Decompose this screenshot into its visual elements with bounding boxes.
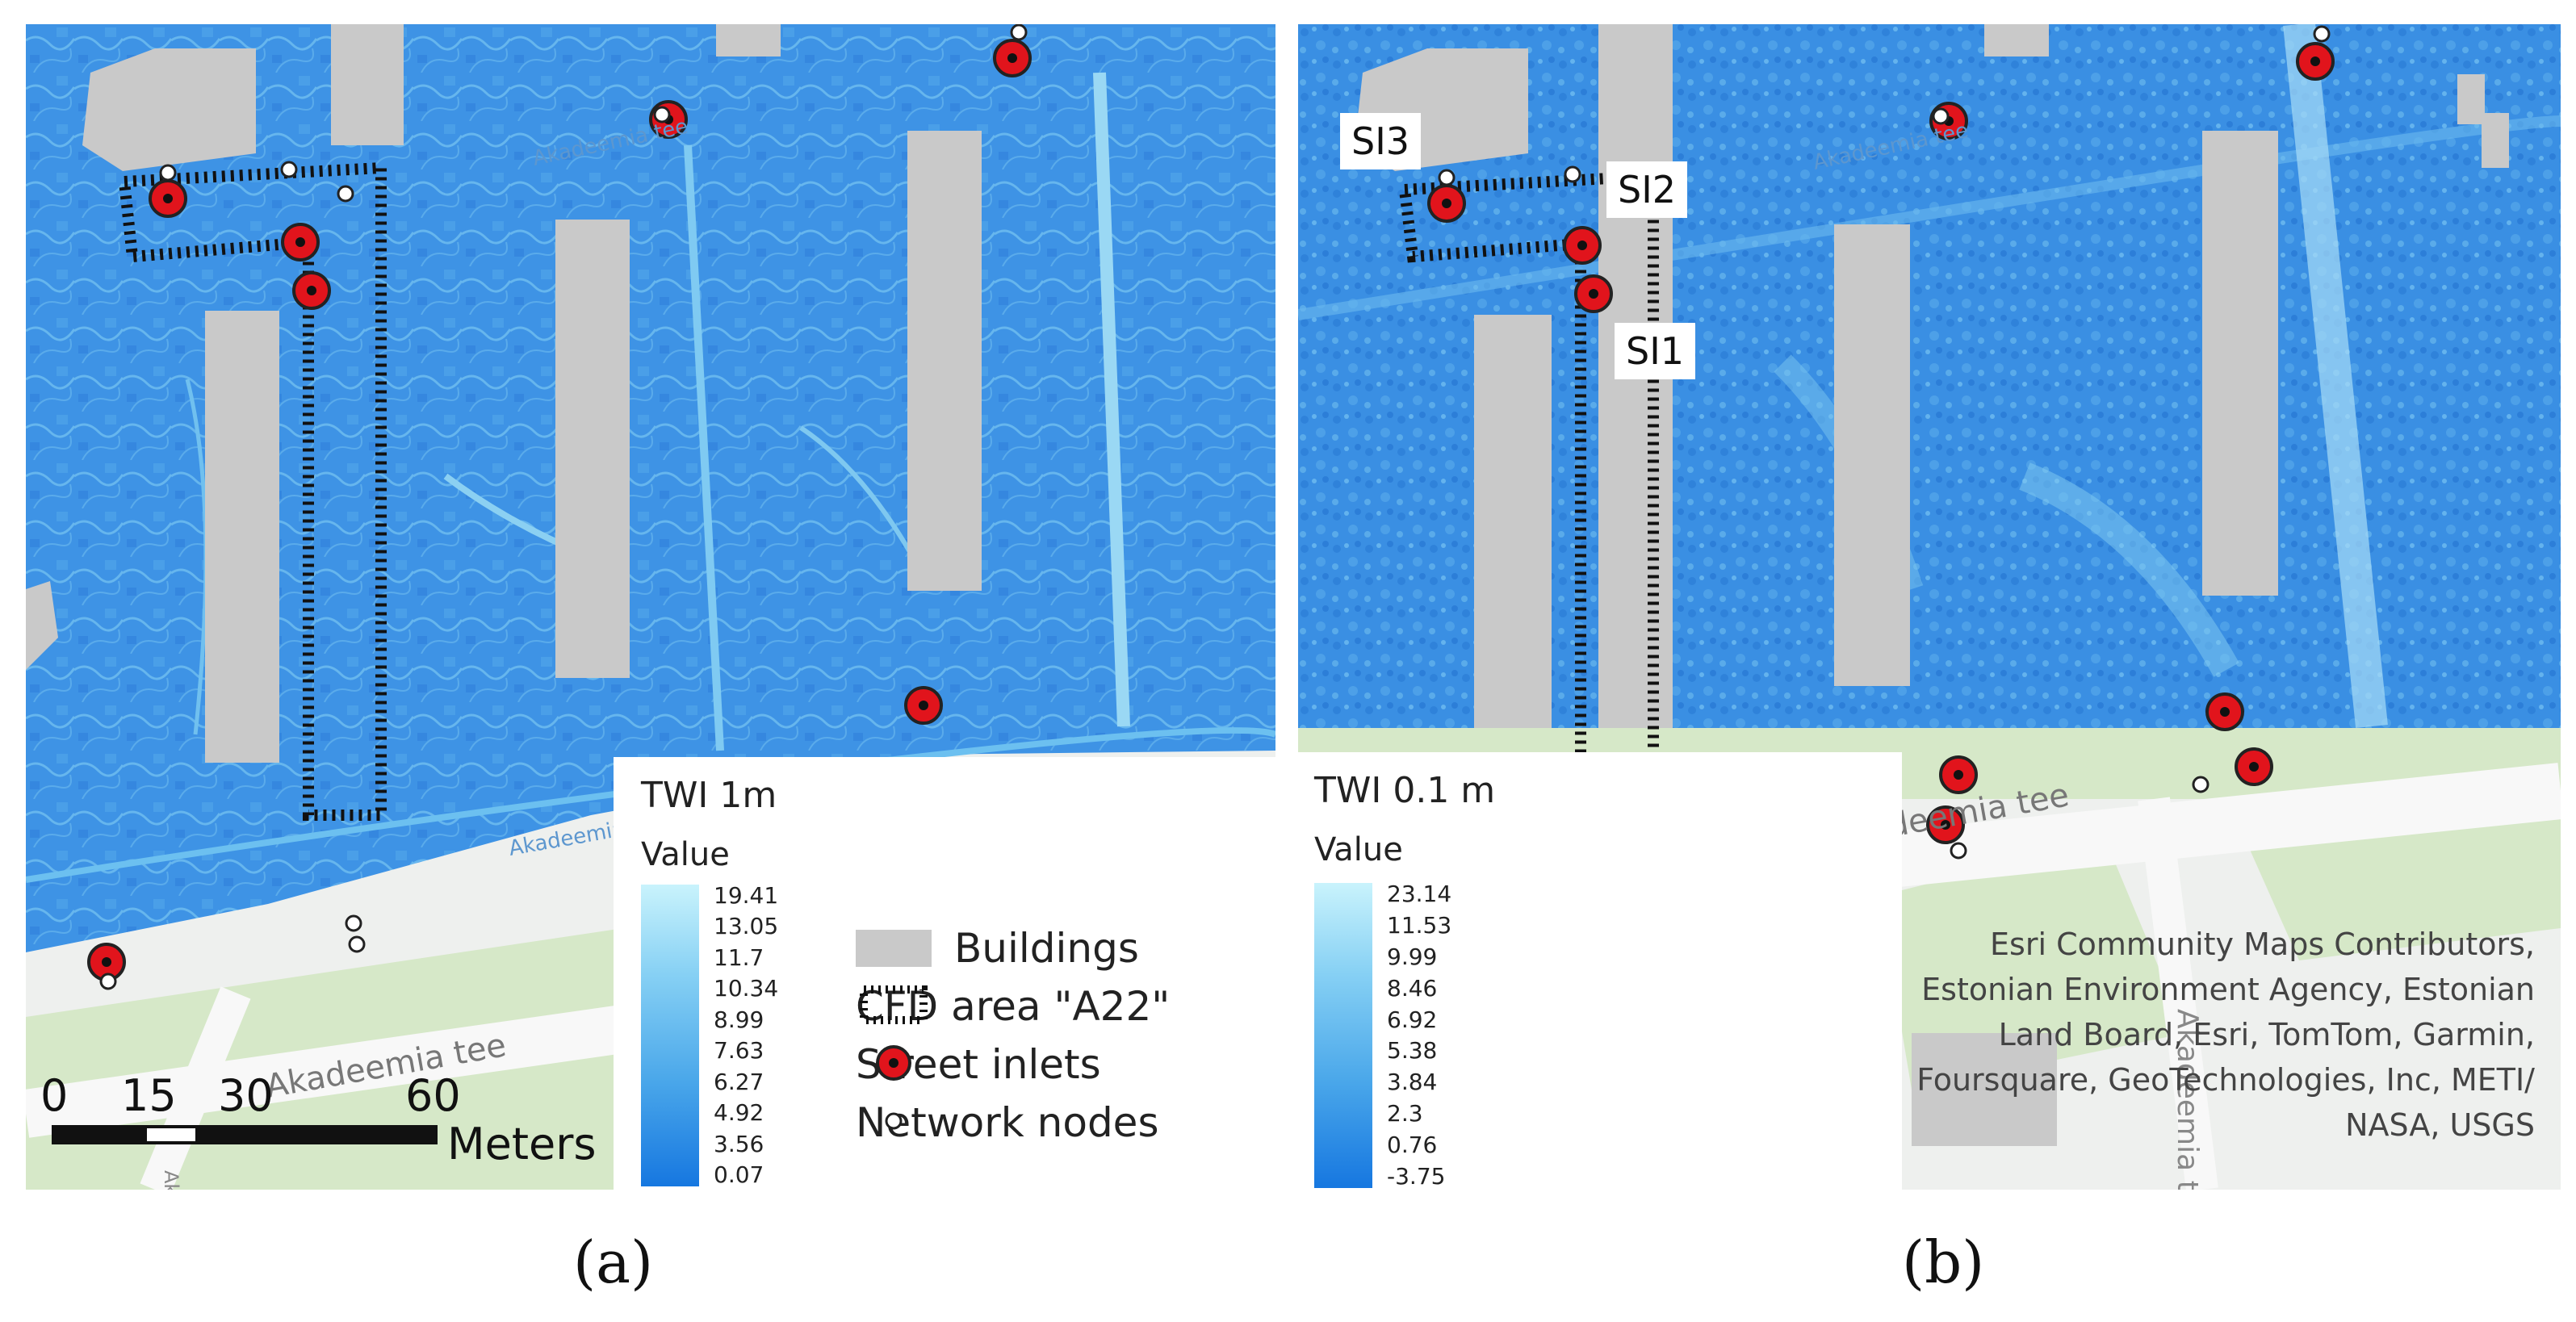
- attribution-line: Land Board, Esri, TomTom, Garmin,: [1998, 1017, 2535, 1052]
- basemap-building: [1912, 1033, 2057, 1146]
- network-node-marker[interactable]: [2192, 776, 2209, 793]
- ramp-value: 8.46: [1387, 974, 1438, 1002]
- legend-item-label: Buildings: [954, 925, 1139, 972]
- building: [2457, 74, 2509, 168]
- legend-item-network-nodes: Network nodes: [856, 1099, 1159, 1146]
- legend-title: TWI 0.1 m: [1314, 770, 1496, 811]
- cfd-area-swatch: [860, 985, 928, 1024]
- ramp-value: 6.92: [1387, 1006, 1438, 1033]
- ramp-value: 2.3: [1387, 1100, 1423, 1127]
- ramp-value: 5.38: [1387, 1037, 1438, 1065]
- network-nodes: [99, 24, 1028, 990]
- network-node-marker[interactable]: [1010, 24, 1028, 41]
- ramp-value: 0.07: [714, 1161, 764, 1188]
- legend-item-street-inlets: Street inlets: [856, 1041, 1101, 1088]
- legend-panel-b: TWI 0.1 m Value 23.14 11.53 9.99 8.46 6.…: [1298, 752, 1902, 1190]
- color-ramp-values: 23.14 11.53 9.99 8.46 6.92 5.38 3.84 2.3…: [1387, 883, 1451, 1188]
- ramp-value: 10.34: [714, 975, 779, 1002]
- twi-flow-line: [1093, 72, 1130, 727]
- scale-label: 60: [405, 1070, 461, 1121]
- ramp-value: 9.99: [1387, 943, 1438, 970]
- twi-flow-line: [2019, 462, 2239, 677]
- color-ramp-values: 19.41 13.05 11.7 10.34 8.99 7.63 6.27 4.…: [714, 885, 778, 1186]
- ramp-value: 11.53: [1387, 911, 1452, 939]
- twi-flow-line: [2283, 24, 2388, 729]
- network-node-marker[interactable]: [337, 185, 354, 203]
- map-panel-a[interactable]: Akadeemia tee Akadeemia tee Akadeemia te…: [26, 24, 1275, 1190]
- cfd-area-outline: [118, 161, 387, 821]
- network-node-marker[interactable]: [1932, 107, 1950, 125]
- building: [555, 220, 630, 678]
- site-label-si1: SI1: [1615, 323, 1696, 379]
- attribution-line: Estonian Environment Agency, Estonian: [1921, 972, 2535, 1007]
- legend-title: TWI 1m: [641, 775, 777, 816]
- scale-unit: Meters: [447, 1119, 597, 1169]
- scale-bar: [52, 1125, 438, 1144]
- road-label: Akadeemia t: [2171, 1009, 2204, 1190]
- ramp-value: 7.63: [714, 1037, 764, 1065]
- ramp-value: 23.14: [1387, 881, 1452, 907]
- ramp-value: 0.76: [1387, 1132, 1438, 1158]
- network-node-marker[interactable]: [348, 935, 366, 953]
- network-node-marker[interactable]: [653, 106, 671, 123]
- twi-flow-line: [1298, 115, 2561, 320]
- panel-label-a: (a): [573, 1228, 654, 1296]
- network-node-marker[interactable]: [159, 164, 177, 182]
- building: [1984, 24, 2049, 56]
- attribution-line: Esri Community Maps Contributors,: [1990, 927, 2535, 962]
- ramp-value: 4.92: [714, 1099, 764, 1127]
- ramp-value: 6.27: [714, 1068, 764, 1095]
- network-node-marker[interactable]: [1564, 165, 1581, 183]
- ramp-value: 13.05: [714, 913, 779, 940]
- network-node-marker[interactable]: [2313, 25, 2331, 43]
- basemap-road: [2138, 797, 2218, 1190]
- basemap-green-area: [1879, 839, 2186, 1090]
- network-node-marker[interactable]: [1950, 842, 1967, 860]
- scale-label: 15: [121, 1070, 177, 1121]
- legend-item-cfd-area: CFD area "A22": [856, 983, 1170, 1030]
- building: [26, 581, 58, 670]
- ramp-value: 3.84: [1387, 1069, 1438, 1096]
- site-label-si2: SI2: [1606, 161, 1688, 218]
- network-node-marker[interactable]: [1438, 169, 1456, 186]
- building: [1474, 315, 1552, 728]
- network-node-marker[interactable]: [345, 914, 362, 932]
- street-inlet-swatch: [876, 1045, 911, 1081]
- scale-label: 30: [218, 1070, 274, 1121]
- ramp-value: 11.7: [714, 943, 764, 971]
- legend-subtitle: Value: [1314, 831, 1403, 868]
- building-swatch: [856, 930, 932, 967]
- building: [82, 48, 256, 171]
- network-node-marker[interactable]: [280, 161, 298, 178]
- building: [1834, 224, 1910, 686]
- color-ramp: [641, 885, 699, 1186]
- ramp-value: 19.41: [714, 882, 779, 909]
- panel-label-b: (b): [1902, 1228, 1985, 1296]
- building: [331, 24, 404, 145]
- ramp-value: -3.75: [1387, 1162, 1446, 1190]
- legend-item-label: Network nodes: [856, 1099, 1159, 1146]
- site-label-si3: SI3: [1340, 113, 1422, 169]
- map-panel-b[interactable]: Akadeemia tee Akadeemia tee Akadeemia t …: [1298, 24, 2561, 1190]
- ramp-value: 3.56: [714, 1130, 764, 1157]
- ramp-value: 8.99: [714, 1006, 764, 1033]
- network-node-marker[interactable]: [99, 973, 117, 990]
- network-node-swatch: [885, 1112, 903, 1130]
- building: [907, 131, 982, 591]
- legend-panel-a: TWI 1m Value 19.41 13.05 11.7 10.34 8.99…: [614, 757, 1275, 1190]
- building: [716, 24, 781, 56]
- network-nodes: [1438, 25, 2331, 860]
- map-attribution: Esri Community Maps Contributors, Estoni…: [1916, 922, 2535, 1148]
- building: [205, 311, 279, 763]
- legend-subtitle: Value: [641, 836, 730, 873]
- attribution-line: NASA, USGS: [2345, 1107, 2535, 1143]
- building: [2202, 131, 2278, 596]
- color-ramp: [1314, 883, 1372, 1188]
- legend-item-buildings: Buildings: [856, 925, 1139, 972]
- scale-label: 0: [40, 1070, 69, 1121]
- road-label: Ak: [160, 1170, 182, 1190]
- basemap-road: [140, 986, 251, 1190]
- attribution-line: Foursquare, GeoTechnologies, Inc, METI/: [1916, 1062, 2535, 1098]
- twi-flow-line: [684, 144, 724, 751]
